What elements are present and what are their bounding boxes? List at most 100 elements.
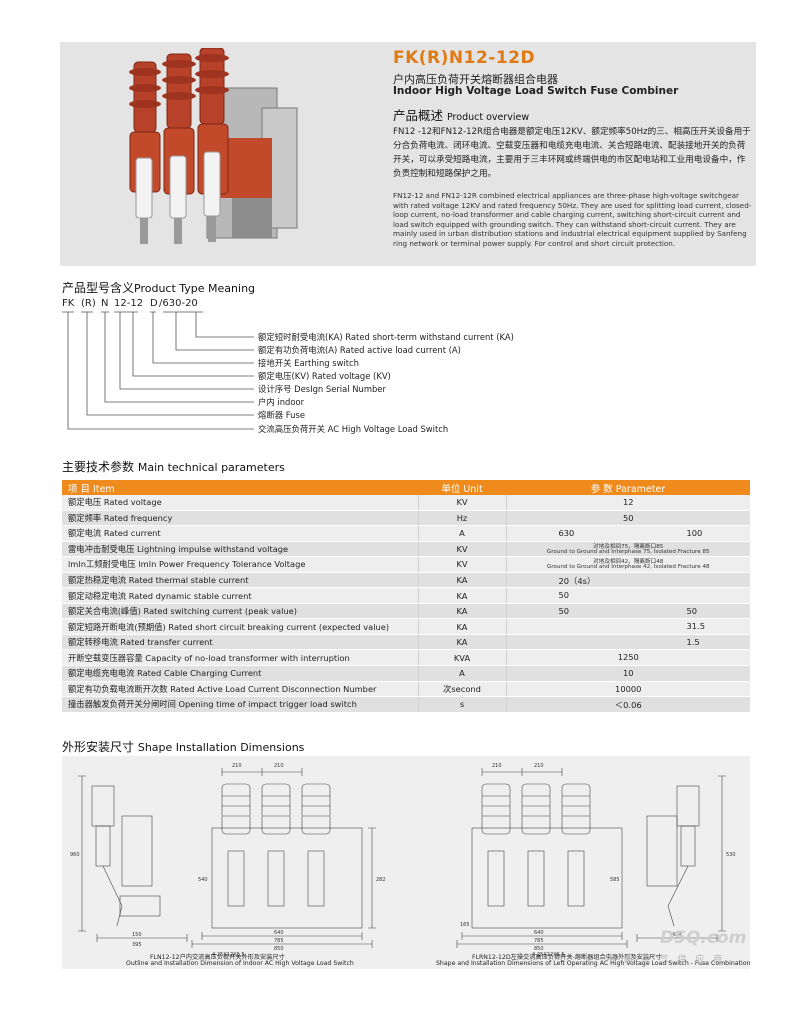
param-value-b: 31.5 [686, 621, 705, 632]
type-meaning-leader-lines [62, 311, 254, 430]
dim-label: 530 [726, 852, 736, 858]
param-value-b: 100 [686, 528, 703, 539]
type-part: /630-20 [159, 298, 198, 309]
product-name-en: Indoor High Voltage Load Switch Fuse Com… [393, 85, 679, 97]
param-value-cell: 630 100 [506, 525, 750, 542]
param-unit: KA [417, 634, 507, 651]
type-label: 额定电压(KV) Rated voltage (KV) [258, 371, 391, 381]
dim-label: 960 [70, 852, 80, 858]
table-row: 开断空载变压器容量 Capacity of no-load transforme… [62, 649, 750, 667]
dim-label: 210 [232, 763, 242, 769]
dim-label: 429 [672, 932, 682, 938]
product-photo [129, 48, 298, 244]
table-row: 额定有功负载电流断开次数 Rated Active Load Current D… [62, 681, 750, 698]
dim-label: 165 [460, 922, 470, 928]
param-item: 额定电流 Rated current [62, 525, 418, 542]
param-unit: Hz [417, 510, 507, 527]
product-name-cn: 户内高压负荷开关熔断器组合电器 [393, 73, 558, 86]
dim-label: 150 [132, 932, 142, 938]
param-item: 额定关合电流(峰值) Rated switching current (peak… [62, 603, 418, 620]
table-row: 额定短路开断电流(预期值) Rated short circuit breaki… [62, 618, 750, 635]
overview-text-cn: FN12 -12和FN12-12R组合电器是额定电压12KV、额定频率50Hz的… [393, 127, 751, 179]
param-value-cell: 31.5 [506, 618, 750, 635]
param-value: 12 [622, 497, 634, 507]
type-label: 设计序号 DesIgn Serial Number [258, 384, 386, 394]
dimensions-title: 外形安装尺寸 Shape Installation Dimensions [62, 738, 304, 755]
dim-label: 850 [534, 946, 544, 952]
param-unit: A [417, 665, 507, 682]
drawing-caption-en-left: Outline and Installation Dimension of In… [126, 960, 354, 967]
drawing-caption-cn-right: FLRN12-12D左操交流高压负荷开关-熔断器组合电器外形及安装尺寸 [472, 954, 662, 961]
param-unit: KA [417, 618, 507, 635]
param-item: lmln工频耐受电压 lmln Power Frequency Toleranc… [62, 556, 418, 573]
type-label: 户内 indoor [258, 397, 305, 407]
param-value-cell: 1250 [506, 649, 750, 667]
param-value-cell: 12 [506, 495, 750, 511]
table-row: 撞击器触发负荷开关分闸时间 Opening time of impact tri… [62, 696, 750, 713]
param-value: ＜0.06 [614, 700, 642, 711]
drawing-caption-cn-left: FLN12-12户内交流高压负荷开关外形及安装尺寸 [150, 954, 285, 961]
overview-title: 产品概述 Product overview [393, 105, 529, 124]
dim-label: 4-25X12X6.5 [212, 952, 245, 958]
table-row: lmln工频耐受电压 lmln Power Frequency Toleranc… [62, 556, 750, 573]
type-part: D [150, 298, 158, 309]
parameters-title-en: Main technical parameters [137, 461, 285, 474]
param-item: 额定频率 Rated frequency [62, 510, 418, 527]
dimensions-title-cn: 外形安装尺寸 [62, 740, 135, 754]
overview-title-cn: 产品概述 [393, 108, 444, 123]
param-item: 额定有功负载电流断开次数 Rated Active Load Current D… [62, 681, 418, 698]
param-value-cell: 10 [506, 665, 750, 682]
param-value-cell: 1.5 [506, 634, 750, 651]
param-value-a: 50 [558, 605, 570, 616]
parameters-title-cn: 主要技术参数 [62, 460, 135, 474]
table-row: 额定关合电流(峰值) Rated switching current (peak… [62, 603, 750, 620]
param-value-cell: 20（4s） [506, 572, 750, 589]
param-value-cn: 对地及相间75，隔离断口85 [593, 543, 664, 550]
param-value: 10000 [615, 683, 642, 694]
dim-label: 640 [534, 930, 544, 936]
param-value-a: 50 [558, 590, 570, 601]
dimension-drawings-panel [62, 756, 750, 969]
dim-label: 210 [274, 763, 284, 769]
param-item: 额定短路开断电流(预期值) Rated short circuit breaki… [62, 618, 418, 635]
param-unit: KV [417, 495, 507, 511]
header-unit: 单位 Unit [418, 480, 506, 495]
type-meaning-title-cn: 产品型号含义 [62, 281, 135, 295]
model-title: FK(R)N12-12D [393, 48, 536, 68]
watermark-text: 中 国 电 气 供 应 商 [606, 955, 726, 965]
param-unit: 次second [417, 681, 507, 698]
type-label: 熔断器 Fuse [258, 410, 305, 420]
param-value-a: 20（4s） [558, 575, 596, 586]
param-value-cell: ＜0.06 [506, 696, 750, 713]
watermark-logo: D5Q.com [660, 928, 747, 948]
param-unit: KV [417, 541, 507, 558]
dim-label: 210 [534, 763, 544, 769]
overview-text-en: FN12-12 and FN12-12R combined electrical… [393, 191, 752, 248]
header-parameter: 参 数 Parameter [506, 480, 750, 495]
param-value-b: 1.5 [686, 636, 700, 647]
dim-label: 850 [274, 946, 284, 952]
type-part: (R) [81, 298, 96, 309]
param-item: 额定电缆充电电流 Rated Cable Charging Current [62, 665, 418, 682]
type-meaning-title-en: Product Type Meaning [134, 282, 256, 295]
dimension-drawings: 210 210 282 960 540 640 785 850 395 150 … [70, 763, 736, 958]
dim-label: 785 [274, 938, 284, 944]
param-value-a: 630 [558, 528, 575, 539]
dim-label: 585 [610, 877, 620, 883]
type-part: 12-12 [114, 298, 144, 309]
param-unit: KV [417, 556, 507, 573]
param-value-cell: 50 [506, 510, 750, 527]
param-value-en: Ground to Ground and Interphase 42, Isol… [546, 564, 710, 571]
type-part: N [101, 298, 109, 309]
param-unit: A [417, 525, 507, 542]
param-value-cell: 50 [506, 587, 750, 604]
param-unit: KA [417, 603, 507, 620]
